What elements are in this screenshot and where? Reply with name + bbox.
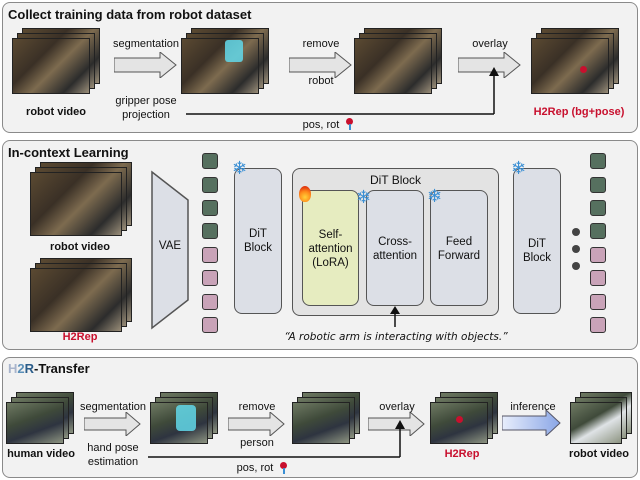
dit-block-3-label-1: DiT bbox=[528, 238, 546, 250]
remove-label-2: remove bbox=[238, 401, 276, 413]
title-r: R bbox=[24, 361, 35, 376]
title-2: 2 bbox=[17, 361, 25, 376]
arrow-overlay bbox=[458, 52, 521, 78]
self-attention-label-3: (LoRA) bbox=[312, 257, 349, 269]
self-attention-label-1: Self- bbox=[318, 229, 343, 241]
snowflake-icon: ❄ bbox=[232, 158, 248, 178]
dit-block-1-label-2: Block bbox=[243, 242, 273, 254]
cross-attention-label-1: Cross- bbox=[378, 236, 412, 248]
hand-pose-label-1: hand pose bbox=[87, 442, 139, 454]
pose-marker-icon bbox=[280, 462, 287, 469]
in-context-title: In-context Learning bbox=[8, 145, 129, 160]
pos-rot-label-2: pos, rot bbox=[236, 462, 274, 474]
pose-marker-icon bbox=[346, 118, 353, 125]
self-attention-block bbox=[302, 190, 359, 306]
inference-label: inference bbox=[510, 401, 556, 413]
arrow-inference bbox=[502, 410, 561, 436]
vae-encoder bbox=[151, 170, 189, 330]
human-video-label: human video bbox=[7, 448, 75, 460]
dit-block-1-label-1: DiT bbox=[249, 228, 267, 240]
prompt-arrow bbox=[390, 306, 400, 327]
pose-connector bbox=[186, 67, 499, 115]
h2rep-label-2: H2Rep bbox=[62, 331, 98, 343]
robot-video-label-3: robot video bbox=[569, 448, 629, 460]
segmentation-label-2: segmentation bbox=[79, 401, 147, 413]
cross-attention-label-2: attention bbox=[372, 250, 418, 262]
snowflake-icon: ❄ bbox=[356, 187, 372, 207]
snowflake-icon: ❄ bbox=[511, 158, 527, 178]
title-h: H bbox=[8, 361, 18, 376]
pose-connector-2 bbox=[148, 420, 405, 458]
pos-rot-label: pos, rot bbox=[302, 119, 340, 131]
vae-label: VAE bbox=[158, 240, 182, 252]
remove-label: remove bbox=[302, 38, 340, 50]
fire-icon bbox=[299, 186, 311, 202]
gripper-pose-label-1: gripper pose bbox=[115, 95, 177, 107]
arrow-remove-person bbox=[228, 412, 285, 436]
dit-block-3 bbox=[513, 168, 561, 314]
overlay-label-2: overlay bbox=[379, 401, 415, 413]
cross-attention-block bbox=[366, 190, 424, 306]
dit-block-1 bbox=[234, 168, 282, 314]
text-prompt: “A robotic arm is interacting with objec… bbox=[284, 331, 508, 343]
robot-data-title: Collect training data from robot dataset bbox=[8, 7, 252, 22]
person-label: person bbox=[240, 437, 274, 449]
pose-arrow-icon bbox=[349, 124, 351, 130]
self-attention-label-2: attention bbox=[308, 243, 353, 255]
pose-arrow-icon bbox=[283, 468, 285, 474]
title-rest: -Transfer bbox=[34, 361, 90, 376]
feed-forward-label-1: Feed bbox=[445, 236, 473, 248]
robot-label: robot bbox=[308, 75, 334, 87]
arrow-segmentation-2 bbox=[84, 412, 141, 436]
segmentation-label: segmentation bbox=[112, 38, 180, 50]
feed-forward-label-2: Forward bbox=[437, 250, 481, 262]
robot-video-label-2: robot video bbox=[50, 241, 110, 253]
arrow-overlay-2 bbox=[368, 412, 425, 436]
robot-video-label: robot video bbox=[26, 106, 86, 118]
h2rep-bg-pose-label: H2Rep (bg+pose) bbox=[533, 106, 625, 118]
dit-block-3-label-2: Block bbox=[522, 252, 552, 264]
arrow-remove-robot bbox=[289, 52, 352, 78]
h2rep-label-3: H2Rep bbox=[444, 448, 480, 460]
dit-block-detail-title: DiT Block bbox=[369, 173, 422, 187]
arrow-segmentation bbox=[114, 52, 177, 78]
feed-forward-block bbox=[430, 190, 488, 306]
snowflake-icon: ❄ bbox=[427, 186, 443, 206]
overlay-label: overlay bbox=[472, 38, 508, 50]
hand-pose-label-2: estimation bbox=[87, 456, 139, 468]
h2r-transfer-title: H2R-Transfer bbox=[8, 361, 90, 376]
gripper-pose-label-2: projection bbox=[122, 109, 170, 121]
